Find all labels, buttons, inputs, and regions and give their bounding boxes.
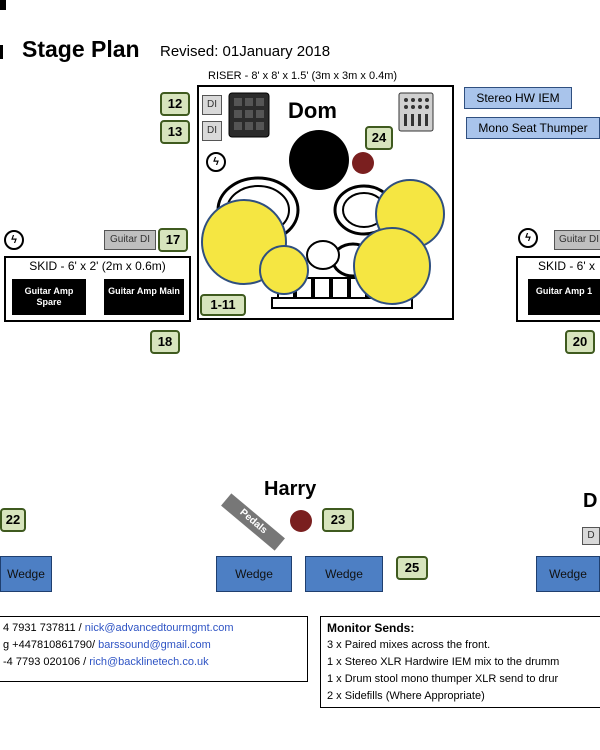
drum-kit [201, 130, 445, 309]
channel-badge-24: 24 [365, 126, 393, 150]
drum-riser [197, 85, 454, 320]
email-link[interactable]: barssound@gmail.com [98, 639, 211, 651]
wedge-monitor: Wedge [216, 556, 292, 592]
contact-box: 4 7931 737811 / nick@advancedtourmgmt.co… [0, 616, 308, 682]
power-icon: ϟ [518, 228, 538, 248]
channel-badge-18: 18 [150, 330, 180, 354]
channel-badge-22: 22 [0, 508, 26, 532]
di-box: D [582, 527, 600, 545]
email-link[interactable]: nick@advancedtourmgmt.com [84, 622, 234, 634]
pedalboard: Pedals [221, 493, 285, 551]
guitar-amp-main: Guitar Amp Main [104, 279, 184, 315]
di-box: DI [202, 95, 222, 115]
power-icon: ϟ [4, 230, 24, 250]
channel-badge-17: 17 [158, 228, 188, 252]
wedge-monitor: Wedge [536, 556, 600, 592]
mixer-icon [398, 92, 434, 132]
channel-badge-20: 20 [565, 330, 595, 354]
sample-pad-icon [228, 92, 270, 138]
guitar-di-box: Guitar DI [104, 230, 156, 250]
skid-label: SKID - 6' x 2' (2m x 0.6m) [29, 259, 166, 273]
contact-line: g +447810861790/ barssound@gmail.com [3, 639, 211, 651]
mic-stand [290, 510, 312, 532]
channel-badge-1-11: 1-11 [200, 294, 246, 316]
monitor-send-line: 3 x Paired mixes across the front. [327, 639, 491, 651]
wedge-monitor: Wedge [0, 556, 52, 592]
di-box: DI [202, 121, 222, 141]
monitor-send-line: 2 x Sidefills (Where Appropriate) [327, 690, 485, 702]
skid-label: SKID - 6' x [538, 259, 595, 273]
page-title: Stage Plan [22, 36, 140, 62]
stereo-iem-callout: Stereo HW IEM [464, 87, 572, 109]
wedge-monitor: Wedge [305, 556, 383, 592]
contact-line: -4 7793 020106 / rich@backlinetech.co.uk [3, 656, 209, 668]
channel-badge-23: 23 [322, 508, 354, 532]
guitar-amp-1: Guitar Amp 1 [528, 279, 600, 315]
monitor-sends-title: Monitor Sends: [327, 621, 415, 635]
channel-badge-13: 13 [160, 120, 190, 144]
power-icon: ϟ [206, 152, 226, 172]
edge-mark [0, 45, 3, 59]
guitar-di-box: Guitar DI [554, 230, 600, 250]
guitar-amp-spare: Guitar Amp Spare [12, 279, 86, 315]
bass-drum-seat [289, 130, 349, 190]
channel-badge-12: 12 [160, 92, 190, 116]
monitor-send-line: 1 x Drum stool mono thumper XLR send to … [327, 673, 559, 685]
mono-thumper-callout: Mono Seat Thumper [466, 117, 600, 139]
performer-name: Harry [264, 478, 317, 500]
mic-stand [352, 152, 374, 174]
corner-mark [0, 0, 6, 10]
right-skid [516, 256, 600, 322]
riser-label: RISER - 8' x 8' x 1.5' (3m x 3m x 0.4m) [208, 70, 398, 82]
monitor-send-line: 1 x Stereo XLR Hardwire IEM mix to the d… [327, 656, 560, 668]
channel-badge-25: 25 [396, 556, 428, 580]
email-link[interactable]: rich@backlinetech.co.uk [89, 656, 209, 668]
monitor-sends-box: Monitor Sends: 3 x Paired mixes across t… [320, 616, 600, 708]
contact-line: 4 7931 737811 / nick@advancedtourmgmt.co… [3, 622, 234, 634]
performer-name: D [583, 490, 598, 512]
drummer-name: Dom [288, 98, 337, 123]
revised-date: Revised: 01January 2018 [160, 43, 331, 60]
left-skid [4, 256, 191, 322]
